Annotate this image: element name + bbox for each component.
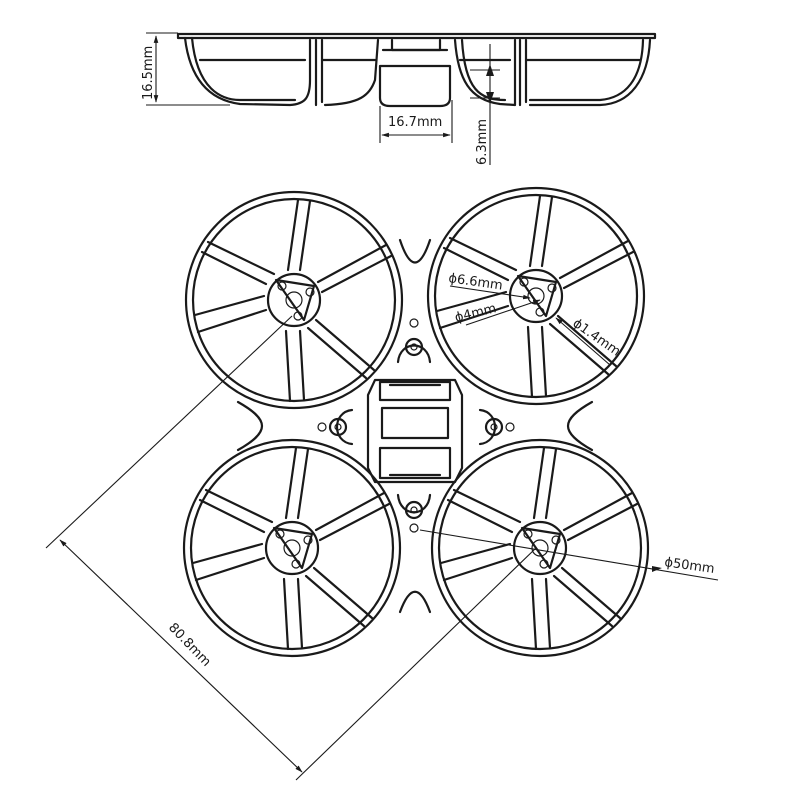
duct-top-left: [184, 190, 404, 410]
duct-bottom-right: [430, 438, 650, 658]
top-view: ϕ6.6mm ϕ4mm ϕ1.4mm ϕ50mm 80.8mm: [45, 186, 719, 781]
duct-bottom-left: [182, 438, 402, 658]
center-body: [236, 238, 594, 614]
side-height-label: 16.5mm: [141, 46, 156, 100]
pod-height-label: 6.3mm: [475, 119, 490, 165]
diagonal-wheelbase-label: 80.8mm: [165, 620, 213, 669]
duct-diameter-label: ϕ50mm: [663, 555, 715, 577]
side-view: 16.5mm 16.7mm 6.3mm: [141, 32, 657, 165]
duct-top-right: [426, 186, 646, 406]
pod-width-label: 16.7mm: [388, 115, 442, 130]
